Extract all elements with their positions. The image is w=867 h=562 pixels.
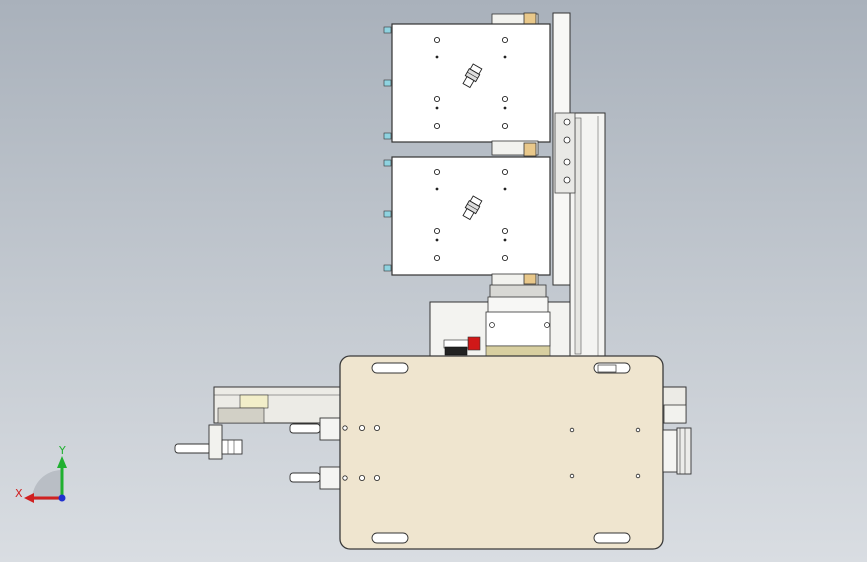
x-axis-label: X	[15, 487, 23, 500]
air-fitting-icon	[462, 195, 483, 221]
air-fitting-icon	[462, 63, 483, 89]
right-side-fittings[interactable]	[662, 404, 692, 475]
vertical-column	[552, 12, 606, 359]
z-axis-dot-icon	[58, 494, 66, 502]
rotary-actuator[interactable]	[429, 284, 571, 359]
x-axis-arrow-icon	[24, 493, 34, 503]
coordinate-triad: Y X	[15, 444, 67, 503]
mounting-holes	[342, 424, 641, 481]
y-axis-label: Y	[58, 444, 66, 457]
stopper-bolt[interactable]	[174, 424, 243, 460]
base-plate[interactable]	[339, 355, 664, 550]
lower-cylinder-block[interactable]	[383, 156, 551, 287]
upper-cylinder-block[interactable]	[383, 12, 551, 157]
y-axis-arrow-icon	[57, 456, 67, 468]
lower-piston-rod[interactable]	[289, 466, 341, 490]
